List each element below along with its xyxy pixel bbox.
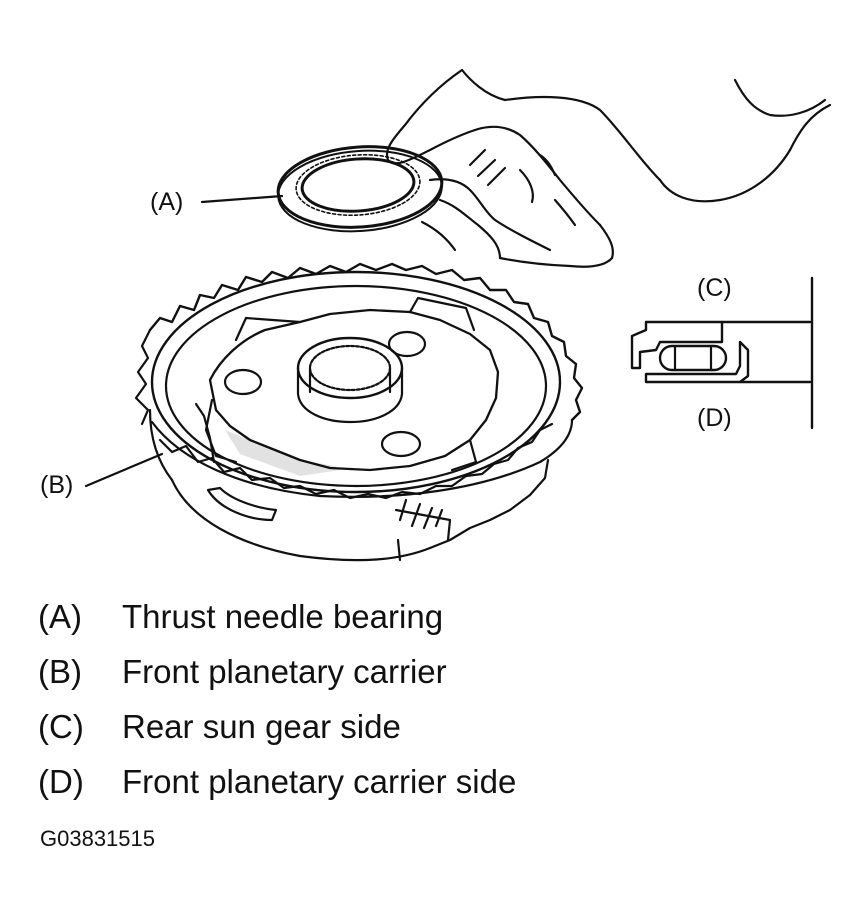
legend-description: Thrust needle bearing [122, 598, 444, 635]
figure-id: G03831515 [40, 826, 155, 851]
legend-key: (A) [38, 598, 82, 635]
legend-description: Rear sun gear side [122, 708, 401, 745]
legend-key: (B) [38, 653, 82, 690]
front-planetary-carrier-illustration [134, 262, 584, 562]
thrust-needle-bearing-illustration [276, 145, 444, 233]
leader-line-a [200, 194, 284, 204]
legend-key: (D) [38, 763, 84, 800]
hand-illustration [385, 68, 832, 268]
callout-d: (D) [697, 404, 732, 432]
legend-description: Front planetary carrier side [122, 763, 517, 800]
callout-b: (B) [40, 471, 74, 499]
legend-description: Front planetary carrier [122, 653, 447, 690]
bearing-cross-section-illustration [630, 276, 814, 430]
callout-c: (C) [697, 274, 732, 302]
leader-line-b [84, 452, 164, 488]
legend-key: (C) [38, 708, 84, 745]
callout-a: (A) [150, 188, 184, 216]
